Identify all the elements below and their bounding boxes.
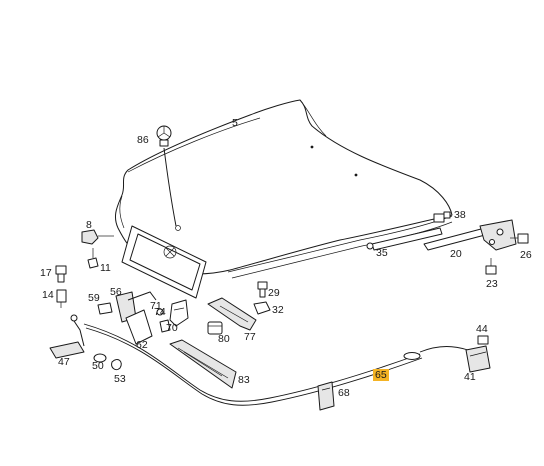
label-part-71: 71 [150,300,162,312]
clip-44 [477,335,489,345]
release-lever-47 [49,314,85,359]
ball-socket-38 [433,211,451,223]
nut-32 [253,301,271,315]
label-part-77: 77 [244,331,256,343]
bumper-80 [207,321,223,335]
label-part-17: 17 [40,267,52,279]
washer-50 [93,353,107,363]
label-part-20: 20 [450,248,462,260]
label-part-44: 44 [476,323,488,335]
label-part-14: 14 [42,289,54,301]
label-part-50: 50 [92,360,104,372]
label-part-32: 32 [272,304,284,316]
label-part-41: 41 [464,371,476,383]
label-part-26: 26 [520,249,532,261]
bolt-17 [55,265,67,283]
label-part-70: 70 [166,322,178,334]
screw-59 [97,302,113,315]
label-part-56: 56 [110,286,122,298]
nut-23 [485,258,497,275]
bolt-26 [510,233,529,244]
release-cable-65 [83,323,469,406]
bolt-29 [257,281,268,298]
label-part-62: 62 [136,339,148,351]
clip-53 [111,359,122,371]
label-part-11: 11 [100,262,111,274]
label-part-83: 83 [238,374,250,386]
clip-8 [81,229,114,245]
bolt-11 [87,248,99,269]
bracket-68 [317,381,335,411]
label-part-86: 86 [137,134,149,146]
label-part-80: 80 [218,333,230,345]
clip-14 [56,289,67,308]
cover-83 [169,339,237,389]
label-part-74: 74 [154,306,166,318]
star-emblem [156,125,177,227]
label-part-47: 47 [58,356,70,368]
label-part-35: 35 [376,247,388,259]
release-handle-41 [465,345,491,373]
label-part-68: 68 [338,387,350,399]
hood-latch-assembly [115,291,189,345]
label-part-38: 38 [454,209,466,221]
label-part-59: 59 [88,292,100,304]
label-part-23: 23 [486,278,498,290]
label-part-29: 29 [268,287,280,299]
gas-strut-35 [366,227,443,251]
label-part-5: 5 [232,117,238,129]
hinge-20 [423,219,517,251]
label-part-53: 53 [114,373,126,385]
guide-77 [207,297,257,331]
radiator-grille [121,225,207,299]
hood-panel [115,99,453,279]
label-part-65-highlighted: 65 [373,369,389,381]
label-part-8: 8 [86,219,92,231]
